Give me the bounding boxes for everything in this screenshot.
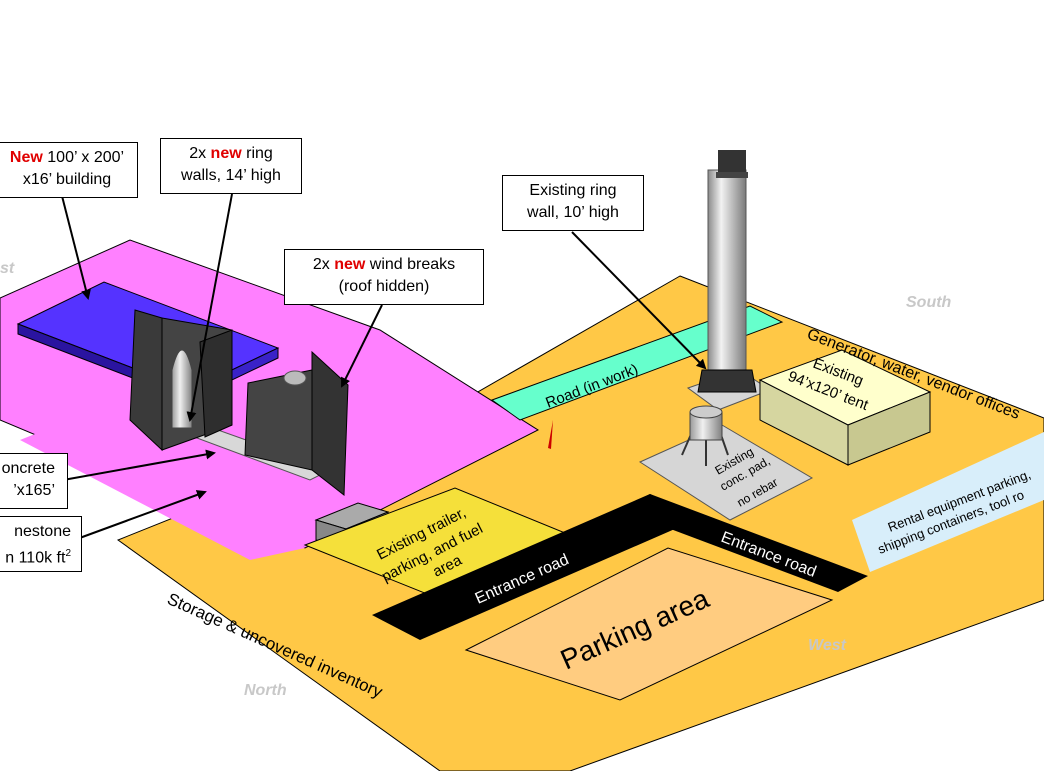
arrow-wind-breaks [341, 304, 383, 388]
ring-wall-left-c [199, 329, 233, 438]
limestone-pad-lower [20, 400, 305, 560]
callout-new-ring-walls: 2x new ring walls, 14’ high [160, 138, 302, 194]
compass-east-fragment: st [0, 260, 15, 277]
callout-building-line2: x16’ building [22, 171, 112, 188]
callout-limestone-line2: n 110k ft [5, 549, 66, 567]
new-highlight: new [210, 145, 242, 162]
wind-break-b [311, 350, 349, 496]
small-vehicle [283, 370, 307, 386]
rental-equipment-area [852, 432, 1044, 572]
compass-north: North [244, 682, 287, 699]
arrow-building [61, 195, 91, 300]
arrow-existing-ring-wall [571, 231, 707, 370]
callout-ring-line2: walls, 14’ high [181, 167, 281, 184]
callout-concrete: oncrete ’x165’ [0, 453, 68, 509]
callout-limestone: nestone n 110k ft2 [0, 516, 82, 572]
callout-existing-ring-wall: Existing ring wall, 10’ high [502, 175, 644, 231]
rocket-vehicle [171, 349, 193, 429]
entrance-road-south [620, 494, 868, 592]
callout-existing-line1: Existing ring [529, 182, 617, 199]
wind-break-a [244, 369, 313, 471]
callout-wind-line2: (roof hidden) [338, 278, 430, 295]
compass-south: South [906, 294, 952, 311]
callout-concrete-line2: ’x165’ [13, 482, 55, 499]
parking-area [464, 547, 834, 701]
compass-west: West [808, 637, 847, 654]
callout-new-building: New 100’ x 200’ x16’ building [0, 142, 138, 198]
road-marker [548, 420, 553, 449]
callout-existing-line2: wall, 10’ high [527, 204, 619, 221]
callout-concrete-line1: oncrete [1, 460, 55, 477]
arrow-concrete [51, 449, 216, 483]
callout-ring-prefix: 2x [189, 145, 211, 162]
arrow-limestone [65, 490, 207, 544]
callout-wind-line1: wind breaks [365, 256, 456, 273]
entrance-road-west [372, 494, 700, 640]
new-highlight: New [9, 149, 43, 166]
callout-new-wind-breaks: 2x new wind breaks (roof hidden) [284, 249, 484, 305]
tent-side [847, 391, 931, 466]
lander-vehicle [681, 405, 729, 466]
arrow-ring-walls [186, 193, 233, 422]
new-highlight: new [334, 256, 366, 273]
callout-limestone-line1: nestone [14, 523, 71, 540]
callout-limestone-sup: 2 [65, 548, 71, 559]
callout-ring-line1: ring [241, 145, 273, 162]
launch-tower [697, 150, 757, 393]
callout-building-line1: 100’ x 200’ [42, 149, 125, 166]
callout-wind-prefix: 2x [312, 256, 335, 273]
